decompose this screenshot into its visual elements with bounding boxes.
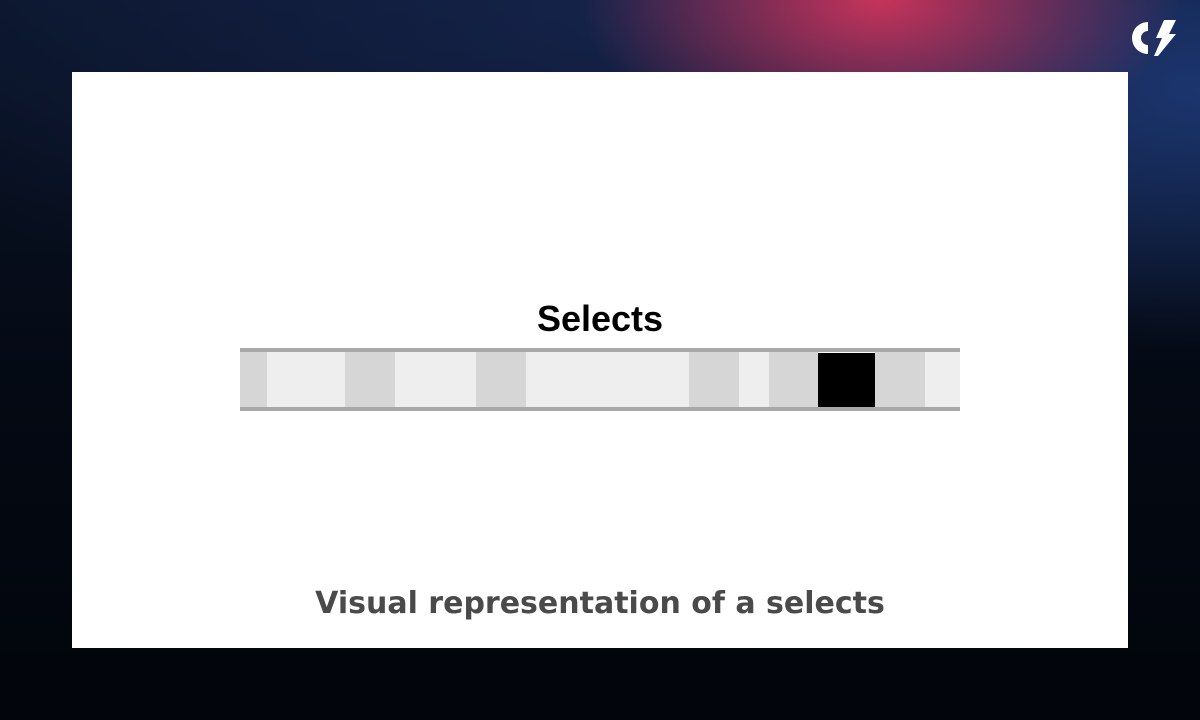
selects-bar [240, 348, 960, 411]
bar-segment [769, 352, 818, 407]
figure-card: Selects Visual representation of a selec… [72, 72, 1128, 648]
bar-rail-top [240, 348, 960, 352]
bar-segment [395, 352, 476, 407]
bar-segment [267, 352, 345, 407]
bar-segment [925, 352, 960, 407]
bar-segment [689, 352, 739, 407]
bar-rail-bottom [240, 407, 960, 411]
bar-segment [240, 352, 267, 407]
bar-segment [345, 352, 395, 407]
brand-logo-icon [1132, 20, 1176, 56]
figure-caption: Visual representation of a selects [315, 586, 885, 621]
bar-segment [875, 352, 925, 407]
bar-segment [739, 352, 769, 407]
figure-title: Selects [536, 298, 664, 339]
selected-segment [818, 353, 875, 407]
bar-segment [526, 352, 689, 407]
bar-segment [476, 352, 526, 407]
